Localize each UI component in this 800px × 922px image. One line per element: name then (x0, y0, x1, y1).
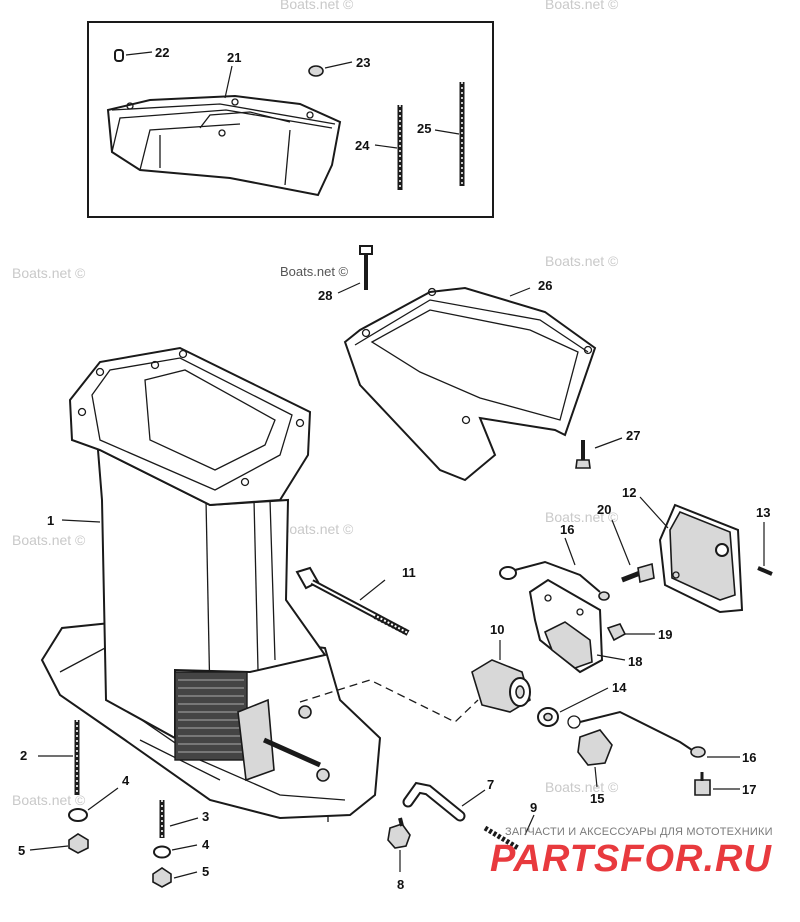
part-15-cap-nut (577, 729, 613, 788)
part-26-cover (343, 286, 597, 482)
callout-19: 19 (658, 627, 672, 642)
callout-22: 22 (155, 45, 169, 60)
part-20-bolt (611, 519, 655, 584)
callout-23: 23 (356, 55, 370, 70)
part-2-stud (38, 720, 80, 795)
callout-11: 11 (402, 565, 416, 580)
callout-14: 14 (612, 680, 627, 695)
part-11-bolt (295, 566, 410, 636)
part-21-leader (224, 65, 233, 99)
part-17-screw (694, 772, 740, 796)
part-4-washer-a (68, 787, 119, 822)
part-16-ground-strap-lower (567, 710, 740, 758)
callout-10: 10 (490, 622, 504, 637)
watermark: Boats.net © (545, 509, 619, 525)
part-10-mount (471, 640, 531, 713)
callout-17: 17 (742, 782, 756, 797)
part-1-leader (61, 519, 101, 523)
part-4-washer-b (153, 844, 198, 859)
part-28-screw (337, 245, 373, 294)
part-5-nut-a (29, 833, 89, 854)
part-1-driveshaft-housing (40, 346, 382, 822)
watermark: Boats.net © (545, 0, 619, 12)
part-25-stud (434, 82, 465, 186)
part-21-adapter-plate (106, 94, 342, 197)
shop-tagline: ЗАПЧАСТИ И АКСЕССУАРЫ ДЛЯ МОТОТЕХНИКИ (505, 826, 773, 838)
callout-5-a: 5 (18, 843, 25, 858)
part-27-screw (575, 437, 623, 469)
callout-12: 12 (622, 485, 636, 500)
watermark: Boats.net © (12, 532, 86, 548)
callout-2: 2 (20, 748, 27, 763)
watermark: Boats.net © (12, 265, 86, 281)
callout-25: 25 (417, 121, 431, 136)
part-24-stud (374, 105, 403, 190)
part-8-fitting (387, 817, 411, 872)
part-26-leader (509, 287, 531, 297)
callout-21: 21 (227, 50, 241, 65)
callout-24: 24 (355, 138, 370, 153)
callout-18: 18 (628, 654, 642, 669)
part-7-hose (402, 781, 486, 822)
part-18-bracket (528, 578, 626, 674)
watermark: Boats.net © (545, 253, 619, 269)
part-3-stud (159, 800, 199, 838)
shop-logo[interactable]: PARTSFOR.RU (490, 838, 772, 880)
callout-5-b: 5 (202, 864, 209, 879)
callout-16-upper: 16 (560, 522, 574, 537)
part-16-ground-strap-upper (499, 537, 610, 601)
inset-frame (87, 21, 494, 218)
callout-26: 26 (538, 278, 552, 293)
callout-7: 7 (487, 777, 494, 792)
part-22-dowel-pin (114, 49, 153, 62)
callout-15: 15 (590, 791, 604, 806)
callout-28: 28 (318, 288, 332, 303)
watermark: Boats.net © (280, 264, 349, 279)
assembly-dashed-line (299, 679, 479, 723)
callout-4-a: 4 (122, 773, 130, 788)
part-14-washer (537, 687, 609, 727)
callout-20: 20 (597, 502, 611, 517)
part-9-screw (483, 814, 535, 851)
callout-16-lower: 16 (742, 750, 756, 765)
callout-9: 9 (530, 800, 537, 815)
part-23-nut (308, 61, 353, 77)
callout-27: 27 (626, 428, 640, 443)
part-12-plate (639, 496, 744, 614)
stud-into-housing (262, 737, 322, 768)
callout-1: 1 (47, 513, 54, 528)
callout-4-b: 4 (202, 837, 210, 852)
watermark: Boats.net © (12, 792, 86, 808)
callout-3: 3 (202, 809, 209, 824)
watermark: Boats.net © (545, 779, 619, 795)
part-13-screw (757, 522, 773, 576)
part-19-nut (606, 623, 655, 642)
watermark: Boats.net © (280, 0, 354, 12)
watermark: Boats.net © (280, 521, 354, 537)
part-5-nut-b (152, 867, 198, 888)
callout-13: 13 (756, 505, 770, 520)
callout-8: 8 (397, 877, 404, 892)
